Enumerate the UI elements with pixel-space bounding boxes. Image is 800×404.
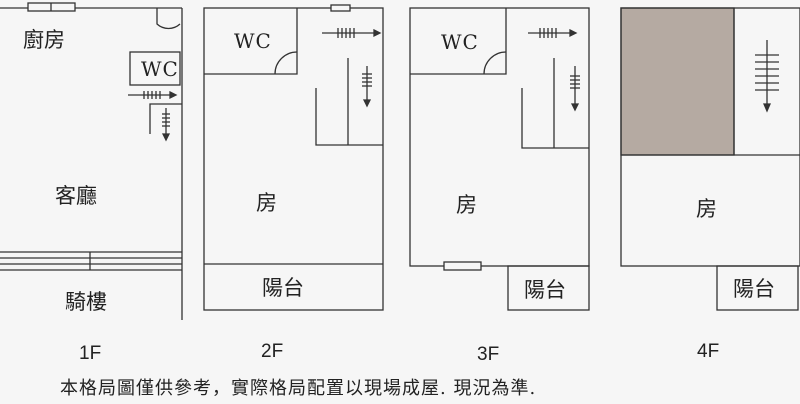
room-label: 房 (256, 191, 277, 215)
arcade-label: 騎樓 (65, 290, 107, 314)
door-swing-icon (274, 51, 298, 75)
wc-label: WC (441, 30, 479, 54)
floor-label-4f: 4F (697, 341, 720, 362)
floor-3-plan (409, 7, 590, 311)
door-swing-icon (156, 8, 181, 30)
balcony-label: 陽台 (524, 278, 566, 302)
stair-arrow-icon (322, 28, 382, 108)
stair-arrow-icon (755, 40, 779, 113)
door-swing-icon (483, 51, 507, 75)
disclaimer-note: 本格局圖僅供參考，實際格局配置以現場成屋. 現況為準. (60, 378, 537, 399)
floor-label-2f: 2F (261, 341, 284, 362)
balcony-label: 陽台 (733, 277, 775, 301)
floor-label-3f: 3F (477, 344, 500, 365)
stair-arrow-icon (528, 28, 580, 112)
room-label: 房 (456, 193, 477, 217)
window-icon (443, 261, 482, 271)
wc-label: WC (141, 57, 179, 81)
floor-4-plan (620, 7, 800, 311)
living-room-label: 客廳 (55, 184, 97, 208)
kitchen-label: 廚房 (23, 28, 65, 52)
floor-1-plan (0, 2, 183, 320)
window-icon (330, 4, 351, 12)
shaded-area (620, 7, 735, 156)
wc-label: WC (234, 29, 272, 53)
stair-arrow-icon (128, 90, 182, 142)
floor-label-1f: 1F (79, 343, 102, 364)
room-label: 房 (696, 197, 717, 221)
balcony-label: 陽台 (262, 276, 304, 300)
floor-2-plan (203, 4, 384, 311)
